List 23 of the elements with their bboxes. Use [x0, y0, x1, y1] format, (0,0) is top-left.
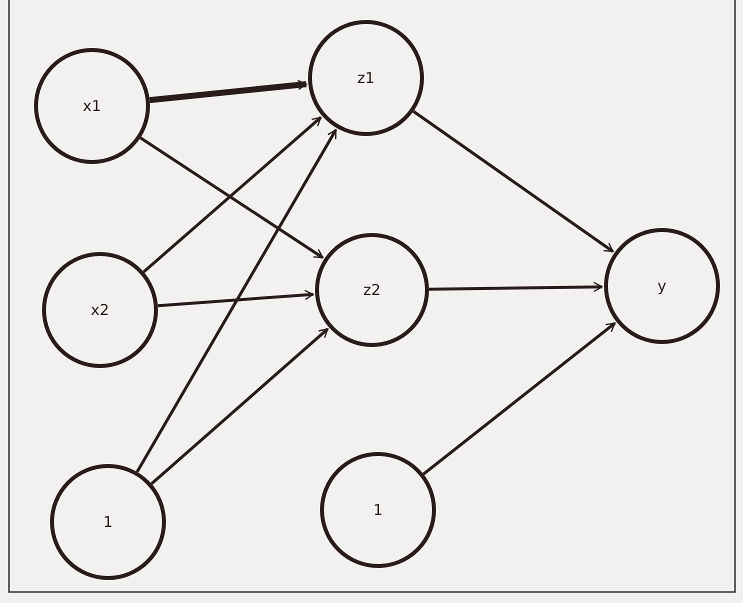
neuron-circle — [320, 452, 436, 568]
arrow — [140, 136, 324, 259]
arrow — [158, 290, 314, 308]
neuron-circle — [604, 228, 720, 344]
arrow — [142, 116, 322, 273]
arrow — [149, 80, 307, 104]
node-label: z2 — [363, 281, 381, 299]
node-label: x1 — [82, 97, 102, 115]
arrow — [150, 328, 329, 485]
neuron-circle — [315, 233, 429, 347]
node-label: z1 — [357, 69, 375, 87]
arrow — [428, 282, 603, 292]
node-label: y — [658, 277, 666, 295]
arrow — [412, 110, 614, 253]
arrow — [136, 129, 338, 473]
neuron-circle — [34, 48, 150, 164]
arrow — [422, 322, 616, 476]
neuron-circle — [308, 20, 424, 136]
node-label: 1 — [373, 501, 383, 519]
node-label: x2 — [90, 301, 110, 319]
node-label: 1 — [103, 513, 113, 531]
neuron-circle — [50, 464, 166, 580]
neuron-circle — [42, 252, 158, 368]
